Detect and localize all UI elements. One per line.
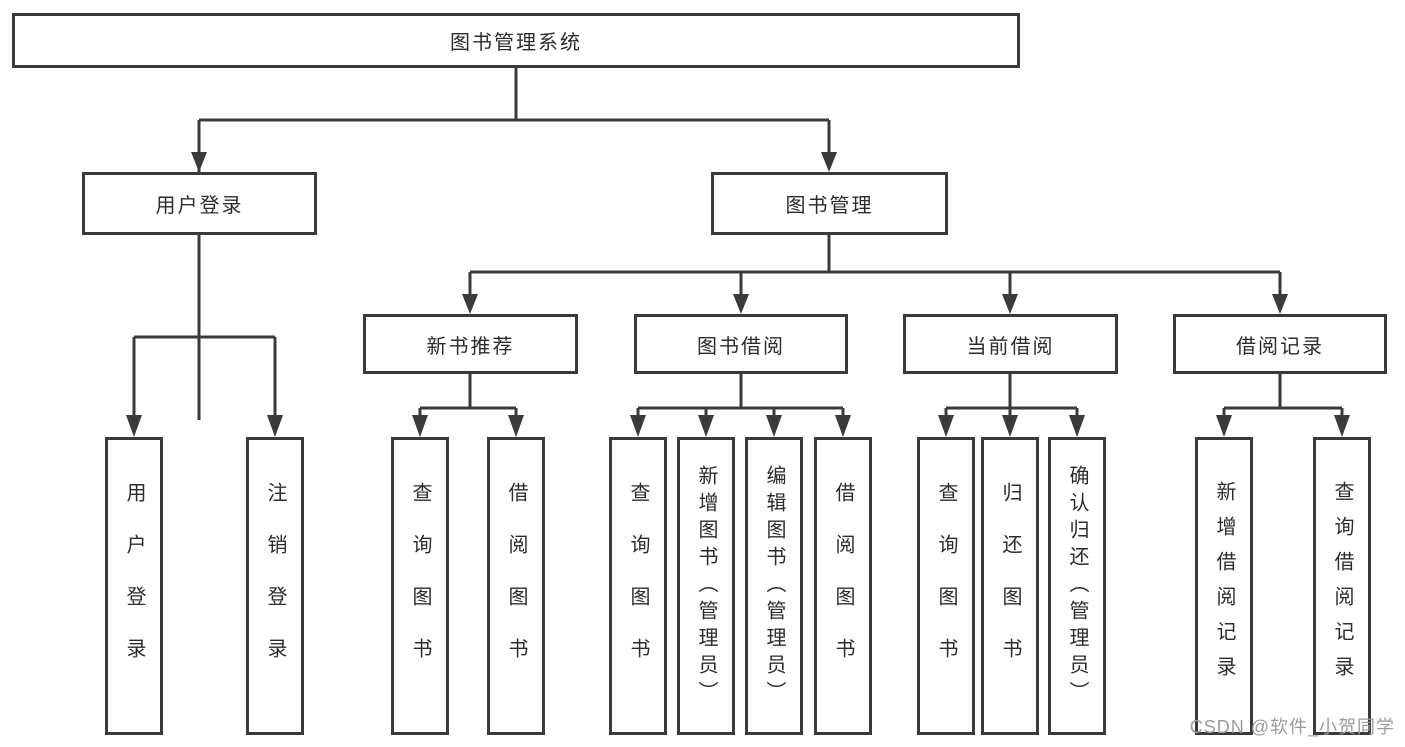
connector-book-borrow-to-leaves	[636, 374, 845, 420]
leaf-logout: 注销登录	[246, 437, 304, 735]
node-book-management: 图书管理	[711, 172, 948, 235]
connector-borrow-records-to-leaves	[1222, 374, 1344, 420]
leaf-label: 查询图书	[409, 482, 431, 690]
leaf-label: 查询图书	[627, 482, 649, 690]
node-label: 用户登录	[155, 195, 244, 217]
connector-book-management-to-level3	[468, 235, 1282, 298]
leaf-label: 借阅图书	[505, 482, 527, 690]
node-label: 借阅记录	[1236, 335, 1324, 358]
leaf-label: 新增借阅记录	[1213, 481, 1235, 691]
leaf-label: 注销登录	[264, 482, 286, 690]
node-book-borrowing: 图书借阅	[634, 314, 848, 374]
node-library-management-system: 图书管理系统	[12, 13, 1020, 68]
node-label: 图书管理系统	[450, 32, 582, 54]
connector-user-login-to-leaves	[132, 235, 277, 420]
leaf-confirm-return-admin: 确认归还（管理员）	[1048, 437, 1106, 735]
leaf-query-books-borrow: 查询图书	[609, 437, 667, 735]
node-borrowing-records: 借阅记录	[1173, 314, 1387, 374]
leaf-query-books-recommend: 查询图书	[391, 437, 449, 735]
leaf-return-books: 归还图书	[981, 437, 1039, 735]
node-label: 图书管理	[785, 195, 874, 217]
leaf-label: 查询图书	[935, 482, 957, 690]
leaf-label: 编辑图书（管理员）	[763, 464, 785, 708]
leaf-edit-books-admin: 编辑图书（管理员）	[745, 437, 803, 735]
node-current-borrowing: 当前借阅	[903, 314, 1118, 374]
leaf-query-borrow-record: 查询借阅记录	[1313, 437, 1371, 735]
leaf-label: 借阅图书	[832, 482, 854, 690]
leaf-label: 新增图书（管理员）	[695, 464, 717, 708]
leaf-label: 确认归还（管理员）	[1066, 464, 1088, 708]
leaf-add-borrow-record: 新增借阅记录	[1195, 437, 1253, 735]
leaf-label: 查询借阅记录	[1331, 481, 1353, 691]
leaf-user-login: 用户登录	[105, 437, 163, 735]
leaf-add-books-admin: 新增图书（管理员）	[677, 437, 735, 735]
connector-current-borrow-to-leaves	[944, 374, 1079, 420]
leaf-label: 归还图书	[999, 482, 1021, 690]
leaf-borrow-books-recommend: 借阅图书	[487, 437, 545, 735]
node-label: 当前借阅	[966, 335, 1055, 358]
node-user-login: 用户登录	[82, 172, 317, 235]
leaf-query-books-current: 查询图书	[917, 437, 975, 735]
node-label: 新书推荐	[426, 335, 515, 358]
node-new-book-recommendation: 新书推荐	[363, 314, 578, 374]
connector-new-book-to-leaves	[418, 374, 518, 420]
node-label: 图书借阅	[697, 335, 785, 358]
leaf-borrow-books: 借阅图书	[814, 437, 872, 735]
leaf-label: 用户登录	[123, 482, 145, 690]
csdn-watermark: CSDN @软件_小贺同学	[1189, 717, 1395, 737]
